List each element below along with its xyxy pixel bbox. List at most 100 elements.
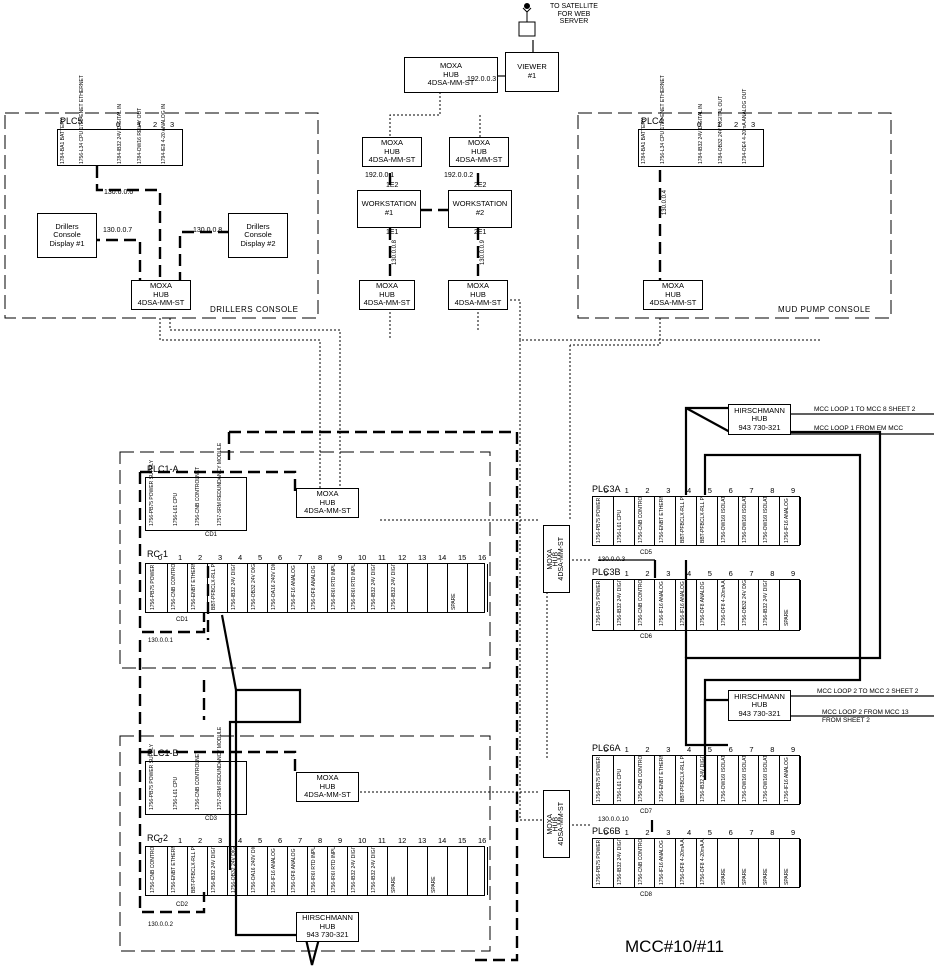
plc6a-slot-number: 3 [666,745,671,754]
plc3b-module-2: 1756-CNB CONTROLNET [635,580,656,630]
rc1-module-label: 1756-IF16 ANALOG INPUT [291,564,297,610]
rc2-module-10: 1756-IB32 24V DIGITAL IN [348,847,368,895]
rc2-slot-number: 15 [458,836,467,845]
rc2-module-7: 1756-OF8 ANALOG OUT [288,847,308,895]
plc6a-slot-number: 9 [791,745,796,754]
rc1-slot-number: 15 [458,553,467,562]
rc1-ip: 130.0.0.1 [148,638,174,644]
rc2-module-4: 1756-OB32 24V DIGITAL OUT [228,847,248,895]
plc5-module-0: 1784-BA1 BATTERY [60,117,66,164]
ws1-moxa-ip: 192.0.0.1 [365,172,395,179]
ws1-port-top: 1E2 [386,182,399,189]
rc1-slot-number: 13 [418,553,427,562]
plc1b-moxa-hub: MOXA HUB 4DSA-MM-ST [296,772,359,802]
plc3b-slot-number: 1 [624,569,629,578]
plc3a-module-label: 1756-CNB CONTROLNET [637,497,644,543]
rc1-module-label: 1756-ENBT ETHERNET [191,564,197,610]
rc1-module-8: 1756-OF8 ANALOG OUT [308,564,328,612]
rc1-module-2: 1756-ENBT ETHERNET [188,564,208,612]
plc4-slot-2: 2 [734,120,739,129]
moxa-model: 4DSA-MM-ST [454,298,502,308]
moxa-model: 4DSA-MM-ST [649,298,697,308]
plc6a-ip: 130.0.0.10 [598,816,629,823]
moxa-mid1-label: MOXA HUB 4DSA-MM-ST [547,537,566,581]
mcc-loop1-to: MCC LOOP 1 TO MCC 8 SHEET 2 [814,406,916,413]
rc1-module-16 [468,564,488,612]
moxa-model: 4DSA-MM-ST [427,78,475,88]
plc6b-slot-number: 2 [645,828,650,837]
rc2-slot-number: 0 [158,836,163,845]
rc1-slot-number: 5 [258,553,263,562]
moxa-label: MOXA [466,281,490,291]
rc1-module-9: 1756-IR6I RTD INPUT [328,564,348,612]
plc6b-module-label: SPARE [721,868,728,885]
plc6a-module-0: 1756-PB75 POWER SUPPLY [593,756,614,804]
rc2-slot-number: 8 [318,836,323,845]
rc1-slot-number: 6 [278,553,283,562]
plc6a-slot-number: 4 [687,745,692,754]
rc2-slot-number: 3 [218,836,223,845]
moxa-hub-bottom-2: MOXA HUB 4DSA-MM-ST [448,280,508,310]
plc6a-module-9: 1756-IF16 ANALOG IN [780,756,801,804]
plc3a-slot-number: 3 [666,486,671,495]
plc3a-slot-number: 2 [645,486,650,495]
mcc-loop1-from: MCC LOOP 1 FROM EM MCC [814,425,904,432]
plc6b-slot-number: 8 [770,828,775,837]
rc2-title: RC-2 [147,833,169,843]
mcc-loop2-sheet: FROM SHEET 2 [822,717,870,724]
rc1-slot-number: 8 [318,553,323,562]
plc6b-slot-number: 5 [707,828,712,837]
rc1-slot-number: 1 [178,553,183,562]
plc3a-slot-number: 5 [707,486,712,495]
plc3b-slot-number: 2 [645,569,650,578]
rc2-module-label: SPARE [391,876,397,893]
plc6b-module-label: 1756-IB32 24V DIGITAL IN [617,839,624,885]
rc1-module-label: 1756-OB32 24V DIGITAL OUT [251,564,257,610]
rc1-module-label: 1756-OF8 ANALOG OUT [311,564,317,610]
rc2-slot-number: 10 [358,836,367,845]
drillers-console-label: DRILLERS CONSOLE [210,305,299,314]
plc1b-module-1: 1756-L61 CPU [173,776,179,810]
plc6b-module-6: SPARE [718,839,739,887]
plc1a-title: PLC1-A [147,464,179,474]
rc1-slot-number: 12 [398,553,407,562]
hirschmann-label-hub: HUB [751,700,768,710]
plc5-module-1: 1756-L34 CPU 1723-ENET ETHERNET [79,75,85,164]
plc3b-module-7: 1756-OB32 24V DIGITAL OUT [739,580,760,630]
plc3a-module-label: 1756-OW16I ISOLATED DIG OUT [741,497,748,543]
satellite-antenna-icon [518,3,536,37]
plc1a-rack: 1756-PB75 POWER SUPPLY 1756-L61 CPU 1756… [145,443,247,531]
plc3b-slot-number: 8 [770,569,775,578]
plc6a-title: PLC6A [592,743,621,753]
plc3b-slot-number: 6 [728,569,733,578]
mcc-loop2-lines [791,695,934,717]
rc1-module-7: 1756-IF16 ANALOG INPUT [288,564,308,612]
moxa-mid2-label: MOXA HUB 4DSA-MM-ST [547,802,566,846]
hirschmann-model: 943 730-321 [738,422,781,432]
plc3b-module-4: 1756-IF16 ANALOG INPUT [676,580,697,630]
workstation-number: #2 [475,208,485,217]
moxa-label-hub: HUB [319,781,336,791]
plc6a-module-label: BBT-PFBCLX-RLL PROFIBUS [679,756,686,802]
moxa-label-hub: HUB [319,497,336,507]
plc4-rack: 1784-BA1 BATTERY 1756-L34 CPU 1723-ENET … [638,75,764,167]
hirschmann-hub-mid: HIRSCHMANN HUB 943 730-321 [728,690,791,721]
plc6b-slot-number: 9 [791,828,796,837]
plc3b-module-label: 1756-OB32 24V DIGITAL OUT [741,580,748,626]
rc2-slot-number: 11 [378,836,386,845]
rc2-module-label: 1756-IR6I RTD INPUT [311,847,317,893]
hirschmann-label: HIRSCHMANN [734,691,785,701]
display-label-3: Display #1 [49,238,85,248]
rc1-slot-number: 0 [158,553,163,562]
plc3a-slot-number: 7 [749,486,754,495]
moxa-label: MOXA [380,138,404,148]
rc1-slot-number: 7 [298,553,303,562]
plc6b-module-8: SPARE [759,839,781,887]
plc6a-slot-number: 7 [749,745,754,754]
plc3a-module-5: BBT-PFBCLX-RLL PROFIBUS [697,497,718,545]
plc3b-module-5: 1756-OF8 ANALOG OUT [697,580,718,630]
rc1-module-label: BBT-PFBCLX-RLL PROFIBUS [211,564,217,610]
plc3a-module-label: 1756-ENBT ETHERNET [658,497,665,543]
